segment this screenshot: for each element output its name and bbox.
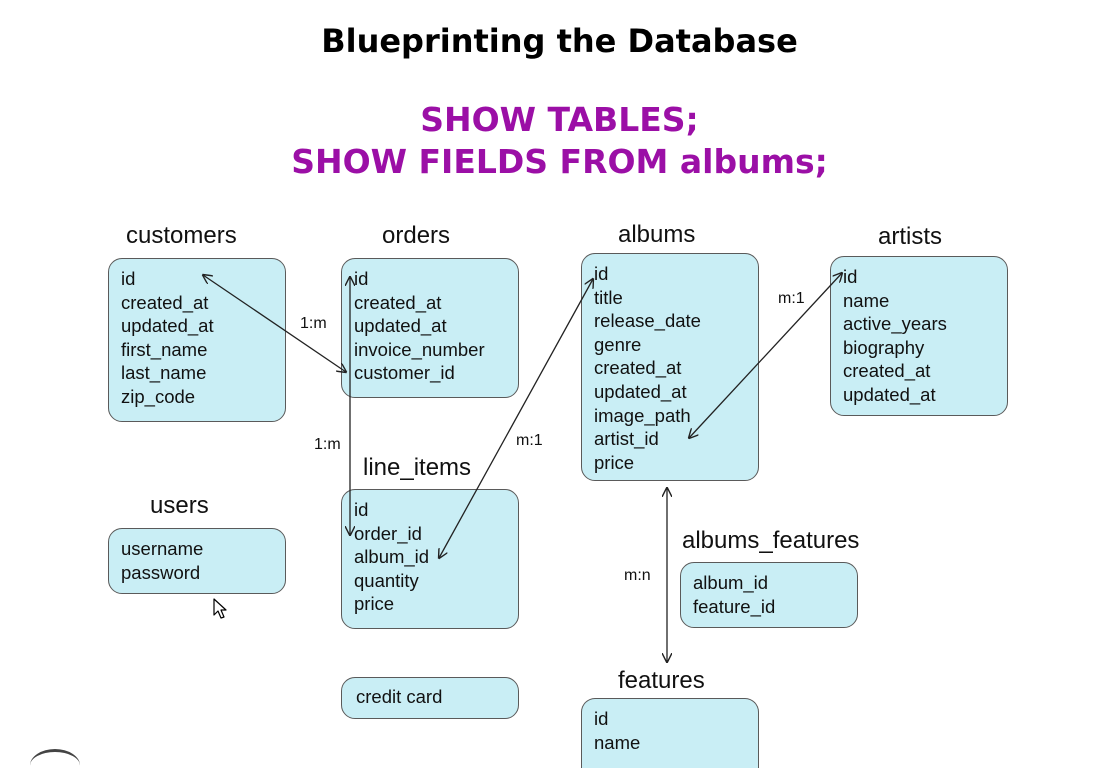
table-field: password xyxy=(121,561,201,583)
corner-shape-decoration xyxy=(30,749,80,782)
table-field: active_years xyxy=(843,313,947,335)
table-field: updated_at xyxy=(594,380,687,402)
table-field: id xyxy=(121,268,136,289)
arrow-albums-artists xyxy=(689,273,842,438)
table-field: id xyxy=(354,268,369,289)
table-title-features: features xyxy=(618,667,705,694)
table-field: created_at xyxy=(843,360,931,382)
table-field: id xyxy=(594,708,609,729)
relationship-arrows xyxy=(0,0,1119,759)
table-field: name xyxy=(594,731,641,753)
table-field: artist_id xyxy=(594,428,659,450)
table-field: release_date xyxy=(594,310,701,332)
table-field: price xyxy=(594,451,635,473)
rel-label-orders-line-items: 1:m xyxy=(314,436,341,453)
field-list-credit-card: credit card xyxy=(356,685,442,709)
table-field: name xyxy=(843,289,890,311)
arrow-line-items-albums xyxy=(439,279,593,558)
table-field: updated_at xyxy=(843,383,936,405)
rel-label-albums-artists: m:1 xyxy=(778,290,805,307)
table-field: album_id xyxy=(693,572,769,593)
table-field: username xyxy=(121,538,204,559)
table-field: zip_code xyxy=(121,385,196,407)
table-title-customers: customers xyxy=(126,222,237,249)
slide-title: Blueprinting the Database xyxy=(321,22,798,60)
arrow-customers-orders xyxy=(203,275,346,372)
table-field: credit card xyxy=(356,686,443,707)
table-box-credit-card: credit card xyxy=(341,677,519,719)
table-field: updated_at xyxy=(121,315,214,337)
table-title-users: users xyxy=(150,492,209,519)
table-field: genre xyxy=(594,333,642,355)
table-field: created_at xyxy=(121,291,209,313)
table-field: feature_id xyxy=(693,595,776,617)
table-title-albums: albums xyxy=(618,221,696,248)
table-title-orders: orders xyxy=(382,222,451,249)
table-field: order_id xyxy=(354,522,422,544)
table-field: image_path xyxy=(594,404,691,426)
table-field: created_at xyxy=(354,291,442,313)
table-field: title xyxy=(594,286,623,308)
table-field: created_at xyxy=(594,357,682,379)
command-show-fields: SHOW FIELDS FROM albums; xyxy=(291,142,828,181)
table-field: album_id xyxy=(354,546,430,568)
table-field: quantity xyxy=(354,569,419,591)
table-field: id xyxy=(843,266,858,287)
table-title-albums-features: albums_features xyxy=(682,527,860,554)
command-show-tables: SHOW TABLES; xyxy=(420,100,699,139)
rel-label-line-items-albums: m:1 xyxy=(516,432,543,449)
table-field: price xyxy=(354,593,395,615)
mouse-cursor-icon xyxy=(213,598,227,619)
table-title-artists: artists xyxy=(878,223,943,250)
table-field: id xyxy=(594,263,609,284)
table-field: biography xyxy=(843,336,925,358)
table-field: first_name xyxy=(121,338,208,360)
table-field: last_name xyxy=(121,362,207,384)
table-field: updated_at xyxy=(354,315,447,337)
rel-label-customers-orders: 1:m xyxy=(300,315,327,332)
table-field: id xyxy=(354,499,369,520)
rel-label-albums-features: m:n xyxy=(624,567,651,584)
table-field: customer_id xyxy=(354,362,455,384)
